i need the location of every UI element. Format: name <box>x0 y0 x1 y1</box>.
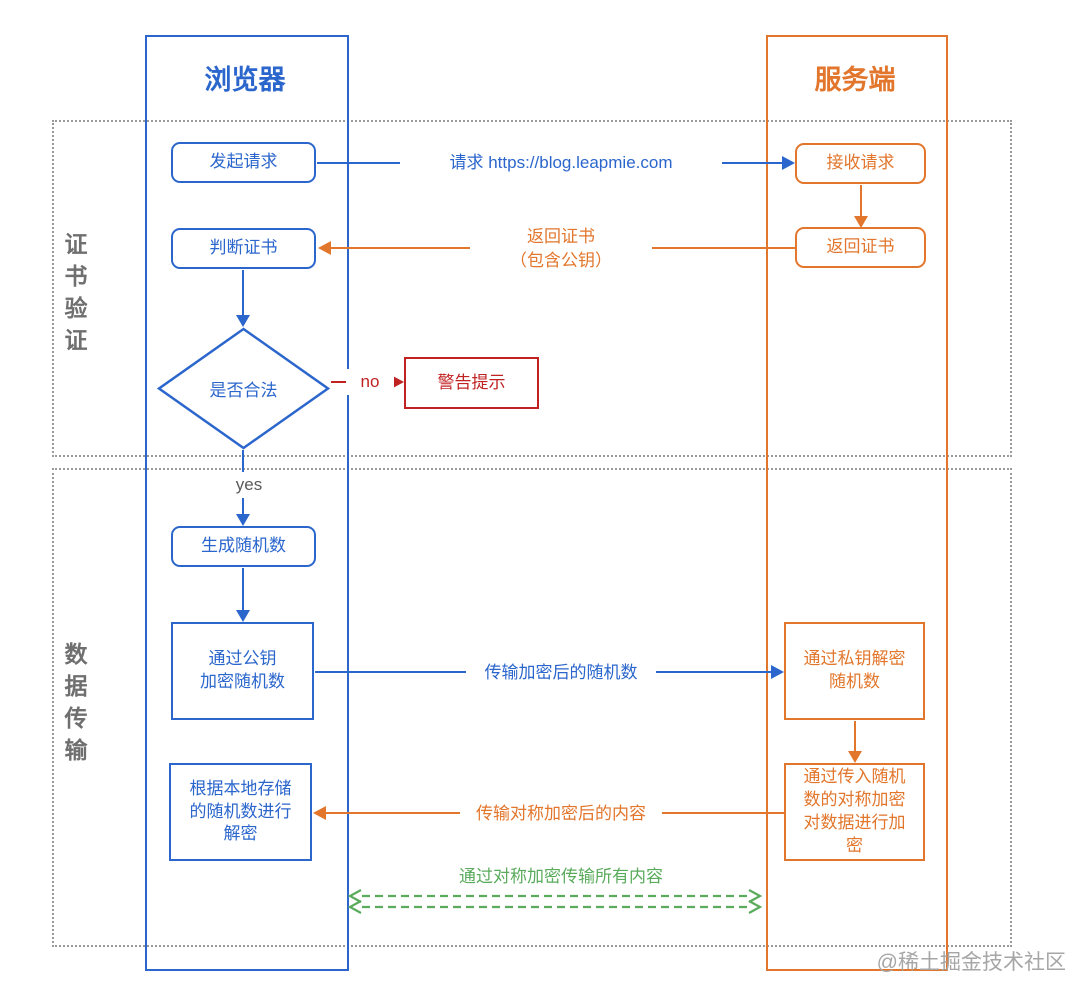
browser-lane <box>145 35 349 971</box>
node-sym-encrypt: 通过传入随机 数的对称加密 对数据进行加 密 <box>784 763 925 861</box>
section-data-transmission-region <box>52 468 1012 947</box>
edge-receive-to-return-line <box>860 185 862 218</box>
node-return-cert: 返回证书 <box>795 227 926 268</box>
arrowhead-right-icon <box>771 665 784 679</box>
edge-judge-to-diamond-line <box>242 270 244 316</box>
node-judge-cert: 判断证书 <box>171 228 316 269</box>
arrowhead-down-icon <box>236 315 250 327</box>
node-warning: 警告提示 <box>404 357 539 409</box>
edge-return-cert-label: 返回证书 （包含公钥） <box>470 224 652 274</box>
edge-sym-channel-label: 通过对称加密传输所有内容 <box>459 867 663 886</box>
edge-no-label: no <box>346 369 394 395</box>
watermark: @稀土掘金技术社区 <box>876 951 1066 974</box>
server-lane <box>766 35 948 971</box>
arrowhead-right-icon <box>391 375 404 389</box>
edge-decrypt-to-sym-line <box>854 721 856 753</box>
arrowhead-left-icon <box>318 241 331 255</box>
node-encrypt-random: 通过公钥 加密随机数 <box>171 622 314 720</box>
node-local-decrypt: 根据本地存储 的随机数进行 解密 <box>169 763 312 861</box>
section-cert-verification-region <box>52 120 1012 457</box>
node-is-valid-label: 是否合法 <box>209 381 278 400</box>
node-gen-random: 生成随机数 <box>171 526 316 567</box>
arrowhead-down-icon <box>848 751 862 763</box>
edge-request-label: 请求 https://blog.leapmie.com <box>400 150 722 176</box>
node-send-request: 发起请求 <box>171 142 316 183</box>
browser-lane-title: 浏览器 <box>204 65 286 95</box>
node-decrypt-random: 通过私钥解密 随机数 <box>784 622 925 720</box>
arrowhead-down-icon <box>236 514 250 526</box>
diamond-shape <box>156 327 331 450</box>
node-is-valid: 是否合法 <box>156 327 331 450</box>
edge-transfer-content-label: 传输对称加密后的内容 <box>460 801 662 827</box>
edge-yes-label: yes <box>219 472 279 498</box>
sym-channel-double-arrow-icon <box>347 889 763 914</box>
arrowhead-down-icon <box>854 216 868 228</box>
server-lane-title: 服务端 <box>814 65 896 95</box>
edge-transfer-random-label: 传输加密后的随机数 <box>466 660 656 686</box>
edge-gen-to-encrypt-line <box>242 568 244 611</box>
arrowhead-left-icon <box>313 806 326 820</box>
section-cert-verification-label: 证书验证 <box>61 232 87 360</box>
section-data-transmission-label: 数据传输 <box>61 642 87 770</box>
node-receive-request: 接收请求 <box>795 143 926 184</box>
arrowhead-down-icon <box>236 610 250 622</box>
arrowhead-right-icon <box>782 156 795 170</box>
